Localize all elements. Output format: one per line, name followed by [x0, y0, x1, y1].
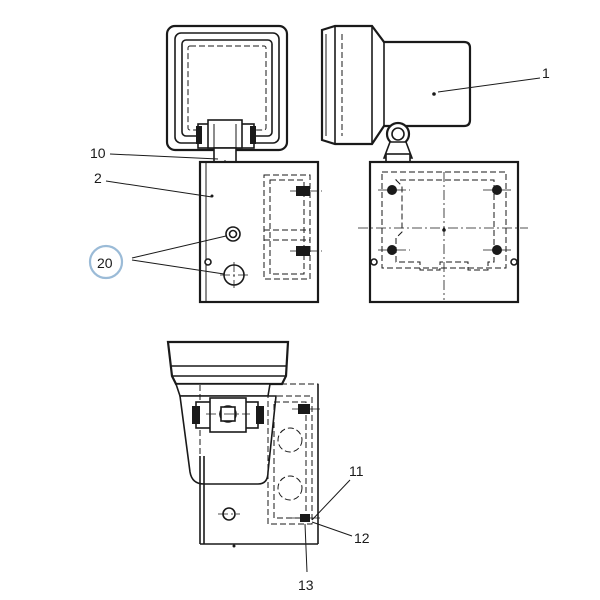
bottom-view [166, 340, 322, 548]
side-lamp-housing [320, 24, 472, 146]
side-bolts [378, 185, 512, 255]
callout-11: 11 [311, 463, 364, 521]
callout-13-label: 13 [298, 577, 314, 593]
callout-1-label: 1 [542, 65, 550, 81]
callout-20-label: 20 [97, 255, 113, 271]
callout-10: 10 [90, 145, 219, 161]
callout-12: 12 [311, 521, 370, 546]
callout-13: 13 [298, 523, 314, 593]
side-view [320, 24, 528, 304]
callout-1: 1 [437, 65, 550, 93]
front-base-plate [198, 160, 322, 304]
callout-2-label: 2 [94, 170, 102, 186]
side-pivot [382, 121, 414, 163]
front-view [165, 24, 322, 304]
callout-12-label: 12 [354, 530, 370, 546]
callout-10-label: 10 [90, 145, 106, 161]
bottom-lamp-housing [166, 340, 290, 397]
side-base-plate [358, 160, 528, 304]
bottom-hinge [192, 397, 264, 433]
callout-2: 2 [94, 170, 213, 198]
bottom-base-plate [199, 383, 322, 548]
callout-20: 20 [88, 235, 227, 280]
callout-20-highlight-circle [88, 244, 124, 280]
callout-11-label: 11 [349, 463, 364, 479]
